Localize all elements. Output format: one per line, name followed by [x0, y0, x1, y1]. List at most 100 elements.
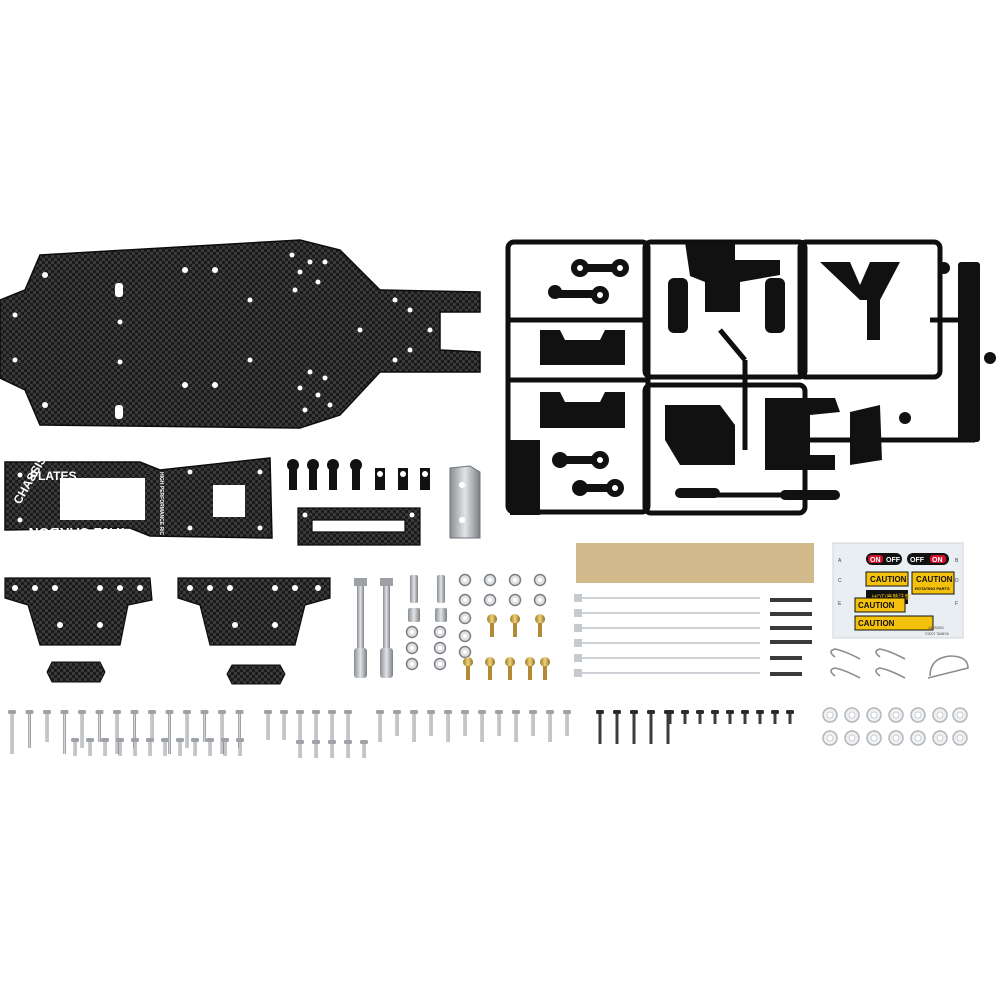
screw — [78, 710, 86, 714]
screw — [647, 710, 655, 714]
sprue-parts — [510, 242, 996, 515]
screw — [183, 710, 191, 714]
washer-set — [822, 707, 968, 746]
damper-stay-right — [177, 577, 331, 646]
nut-set — [405, 573, 547, 671]
decal-part-number: 1420253 — [928, 625, 944, 630]
screw — [741, 710, 749, 714]
small-carbon-plates — [46, 661, 286, 685]
brass-ball — [540, 657, 550, 667]
screw — [360, 740, 368, 744]
carbon-side-plate: CHASSIS PLATES TA02 CARBON HIGH PERFORMA… — [4, 453, 273, 541]
screw — [328, 740, 336, 744]
screw — [236, 738, 244, 742]
decal-letter-c: C — [838, 578, 842, 584]
screw — [264, 710, 272, 714]
brass-ball-set — [463, 614, 550, 680]
cable-tie-set — [578, 597, 760, 674]
screw — [666, 710, 674, 714]
pin-set — [770, 598, 812, 676]
screw — [529, 710, 537, 714]
plastic-sprue-tree — [505, 239, 975, 516]
screw — [165, 710, 174, 714]
screw — [113, 710, 121, 714]
brass-ball — [505, 657, 515, 667]
screw — [43, 710, 51, 714]
screw — [461, 710, 469, 714]
screw — [546, 710, 554, 714]
screw — [427, 710, 435, 714]
screw — [786, 710, 794, 714]
screw — [312, 710, 320, 714]
screw — [101, 738, 109, 742]
caution-label-2: CAUTION — [916, 575, 953, 584]
side-plate-plates-text: PLATES — [30, 469, 76, 483]
brass-ball — [535, 614, 545, 624]
screw — [495, 710, 503, 714]
brass-ball — [463, 657, 473, 667]
screw — [8, 710, 16, 714]
damper-stay-left — [4, 577, 153, 646]
brass-ball — [525, 657, 535, 667]
screw — [280, 710, 288, 714]
screw — [376, 710, 384, 714]
decal-letter-e: E — [838, 601, 842, 607]
screw — [630, 710, 638, 714]
screw — [161, 738, 169, 742]
carbon-chassis-plate — [0, 239, 481, 429]
decal-letter-a: A — [838, 558, 842, 564]
screw — [25, 710, 34, 714]
screw — [596, 710, 604, 714]
decal-sheet: ON OFF OFF ON CAUTION CAUTION ROTATING P… — [832, 542, 964, 639]
decal-on-label: ON — [870, 557, 881, 564]
screw — [613, 710, 621, 714]
screw — [130, 710, 139, 714]
screw — [512, 710, 520, 714]
steel-shaft-set — [354, 578, 393, 678]
sponge-tape — [576, 543, 814, 583]
caution-label-3: CAUTION — [858, 601, 895, 610]
screw — [148, 710, 156, 714]
screw — [235, 710, 244, 714]
brass-ball — [487, 614, 497, 624]
decal-hot-text: HOT/高熱注意 — [872, 593, 910, 601]
screw — [176, 738, 184, 742]
screw — [86, 738, 94, 742]
aluminium-bracket — [449, 465, 481, 539]
cable-tie-heads — [574, 594, 582, 677]
screw — [296, 710, 304, 714]
screw — [344, 710, 352, 714]
screw — [393, 710, 401, 714]
screw — [711, 710, 719, 714]
caution-label-1: CAUTION — [870, 575, 907, 584]
screw — [696, 710, 704, 714]
screw — [60, 710, 69, 714]
screw — [71, 738, 79, 742]
screw — [146, 738, 154, 742]
screw — [478, 710, 486, 714]
short-post-set — [408, 575, 447, 622]
carbon-bracket — [297, 507, 421, 546]
decal-on-label-2: ON — [932, 557, 943, 564]
brass-ball — [510, 614, 520, 624]
side-plate-hp-text: HIGH PERFORMANCE R/C — [158, 472, 164, 535]
screw — [410, 710, 418, 714]
screw — [771, 710, 779, 714]
decal-letter-f: F — [955, 601, 958, 607]
side-plate-carbon-text: TA02 CARBON — [28, 525, 127, 541]
screw — [218, 710, 226, 714]
screw — [312, 740, 320, 744]
decal-copyright: ©2007 TAMIYA — [925, 632, 949, 636]
decal-rotating-text: ROTATING PARTS — [915, 586, 950, 591]
decal-letter-d: D — [955, 578, 959, 584]
screw — [116, 738, 124, 742]
screw — [191, 738, 199, 742]
screw — [221, 738, 229, 742]
screw — [344, 740, 352, 744]
screw — [444, 710, 452, 714]
screw — [756, 710, 764, 714]
decal-off-label-2: OFF — [910, 557, 925, 564]
screw — [726, 710, 734, 714]
screw — [95, 710, 104, 714]
